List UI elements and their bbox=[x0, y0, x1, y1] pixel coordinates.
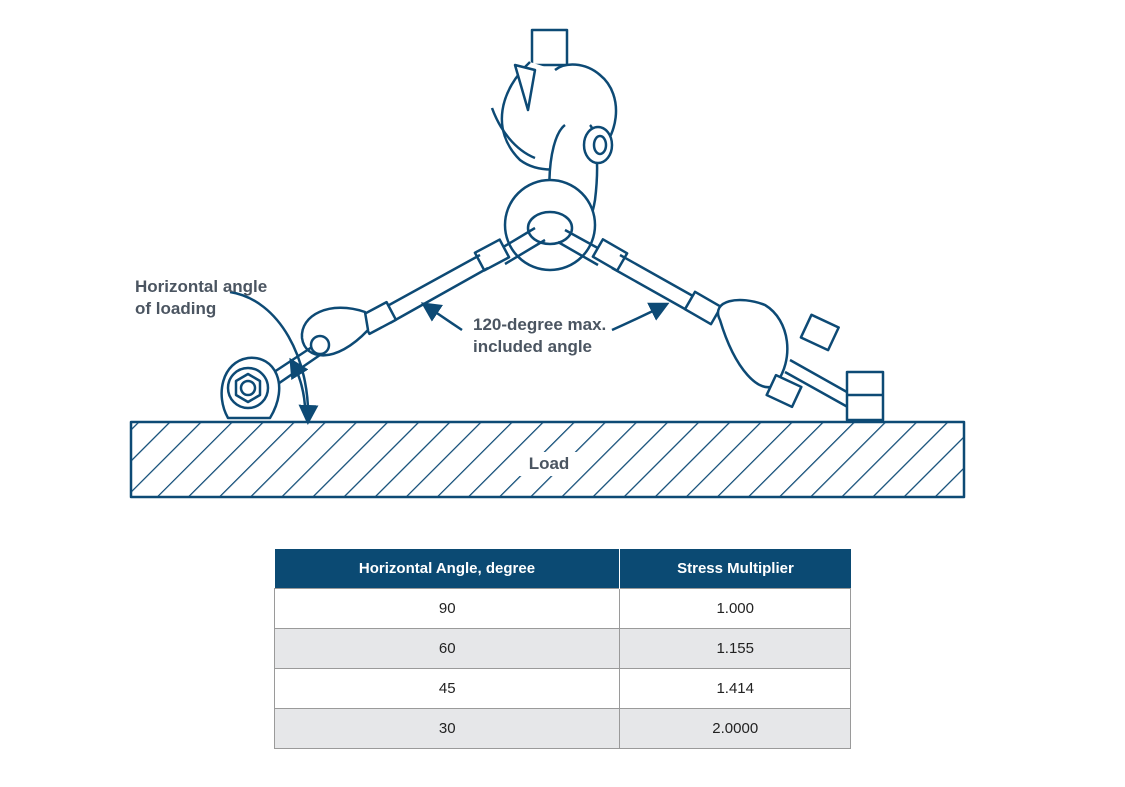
rigging-diagram bbox=[129, 28, 966, 499]
angle-cell: 90 bbox=[273, 588, 621, 629]
multiplier-cell: 1.414 bbox=[619, 668, 851, 709]
column-header: Horizontal Angle, degree bbox=[274, 549, 621, 589]
stress-multiplier-table: Horizontal Angle, degree Stress Multipli… bbox=[273, 549, 851, 749]
left-sling-leg bbox=[264, 226, 546, 390]
multiplier-cell: 1.155 bbox=[619, 628, 851, 669]
angle-cell: 45 bbox=[273, 668, 621, 709]
angle-cell: 60 bbox=[273, 628, 621, 669]
horizontal-angle-label: Horizontal angle of loading bbox=[135, 276, 267, 320]
label-line: included angle bbox=[473, 337, 593, 356]
multiplier-cell: 2.0000 bbox=[619, 708, 851, 749]
right-lifting-point bbox=[845, 370, 885, 422]
column-header: Stress Multiplier bbox=[619, 549, 851, 589]
label-line: Horizontal angle bbox=[135, 277, 268, 296]
left-eye-bolt bbox=[220, 356, 281, 420]
included-angle-arrow-right bbox=[611, 302, 670, 332]
right-sling-leg bbox=[557, 228, 871, 417]
multiplier-cell: 1.000 bbox=[619, 588, 851, 629]
label-line: of loading bbox=[135, 299, 217, 318]
load-label: Load bbox=[518, 452, 580, 476]
table-header-row: Horizontal Angle, degree Stress Multipli… bbox=[274, 549, 851, 589]
included-angle-arrow-left bbox=[420, 302, 463, 332]
included-angle-label: 120-degree max. included angle bbox=[473, 314, 606, 358]
horizontal-angle-arc bbox=[229, 290, 319, 425]
angle-cell: 30 bbox=[273, 708, 621, 749]
label-line: 120-degree max. bbox=[473, 315, 607, 334]
